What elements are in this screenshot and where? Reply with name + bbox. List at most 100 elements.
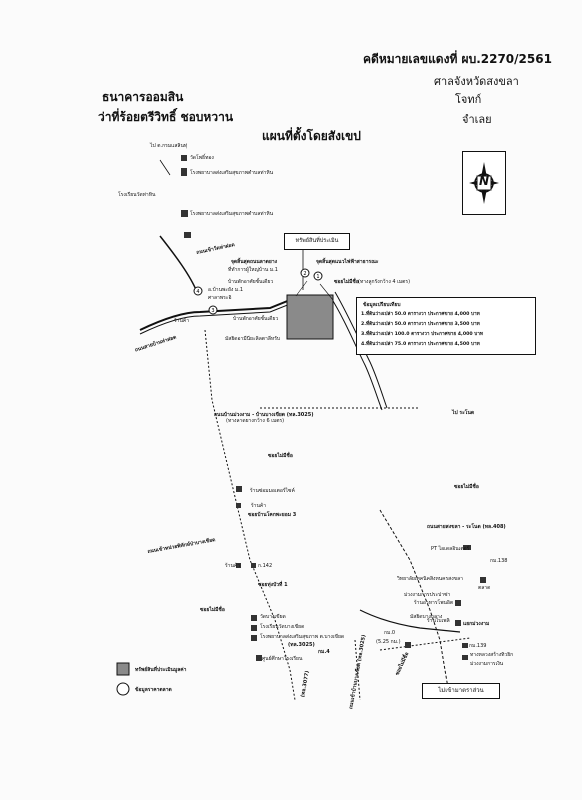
map-title: แผนที่ตั้งโดยสังเขป [262, 129, 361, 143]
road-main-edge [139, 299, 331, 335]
label-hospital-bang: โรงพยาบาลส่งเสริมสุขภาพ ต.บางเขียด [260, 634, 345, 640]
label-restaurant: ร้านอาหารโพนอิต [414, 600, 454, 606]
label-mosque-2: มัสยิดบางกลาง [410, 614, 443, 620]
road-tambon [159, 235, 198, 293]
label-hospital-1: โรงพยาบาลส่งเสริมสุขภาพตำบลท่าหิน [190, 170, 274, 176]
building-icon [455, 600, 461, 606]
label-school: วัดโพธิ์ทอง [190, 155, 214, 161]
not-to-scale-stamp: ไม่เข้ามาตราส่วน [422, 683, 500, 699]
building-icon [181, 155, 187, 161]
shop-icon [236, 503, 241, 508]
stream-2 [334, 291, 388, 409]
label-hospital-2: โรงพยาบาลส่งเสริมสุขภาพตำบลท่าหิน [190, 211, 274, 217]
legend-parcel-label: ทรัพย์สินที่ประเมินมูลค่า [135, 667, 187, 673]
label-road-3025: ถนนบ้านม่วงงาม - บ้านบางเขียด (ทล.3025) [214, 412, 314, 418]
case-number: คดีหมายเลขแดงที่ ผบ.2270/2561 [363, 52, 552, 66]
label-shop-motor: ร้านซ่อมมอเตอร์ไซค์ [250, 488, 295, 494]
comparison-table: ข้อมูลเปรียบเทียบ 1.ที่ดินว่างเปล่า 50.0… [356, 297, 536, 355]
label-muang-ngam: แยกม่วงงาม [463, 621, 490, 627]
label-sala: ศาลาพระอิ [208, 295, 232, 301]
subject-parcel [286, 294, 334, 340]
label-school-bang: โรงเรียนวัดบางเขียด [260, 624, 305, 630]
college-icon [480, 577, 486, 583]
building-icon [462, 643, 468, 648]
road-408 [379, 509, 451, 701]
shop-icon [251, 563, 256, 568]
comparable-1 [313, 271, 323, 281]
plaintiff-name: ธนาคารออมสิน [102, 90, 184, 104]
label-soi-dead: ซอยทุ่งบัวที่ 1 [258, 582, 288, 588]
plaintiff-role: โจทก์ [455, 93, 482, 106]
temple-icon [251, 615, 257, 621]
label-school-4: ศูนย์ศึกษาโรงเรียน [262, 656, 303, 662]
comparable-3 [208, 305, 218, 315]
label-shop-2: ร้านค้า [251, 503, 267, 509]
shop-icon [236, 563, 241, 568]
comparable-4-num: 4 [196, 289, 199, 295]
road-main [139, 295, 331, 331]
label-soi-3: ซอยบ้านโคกพะยอม 3 [248, 512, 297, 518]
label-road-408: ถนนสายสงขลา - ระโนด (ทล.408) [427, 524, 506, 530]
road-3025 [204, 329, 296, 701]
label-shop-4: ร้านไบเพลิ [427, 618, 450, 624]
label-soi-1: ซอยไม่มีชื่อ [268, 453, 293, 459]
school-icon [256, 655, 262, 661]
label-soi-2: ซอยไม่มีชื่อ [454, 484, 479, 490]
label-college: วิทยาลัยเทคนิคสิงหนครสงขลา [397, 576, 463, 582]
label-house-2: บ้านพักอาศัยชั้นเดียว [233, 316, 279, 322]
defendant-role: จำเลย [462, 113, 492, 126]
defendant-name: ว่าที่ร้อยตรีวิทธิ์ ชอบหวาน [98, 110, 234, 124]
label-km-142: ก.142 [258, 563, 273, 569]
comparison-title: ข้อมูลเปรียบเทียบ [363, 302, 401, 308]
label-bank: ม่วงงามการเงิน [470, 661, 504, 667]
court-name: ศาลจังหวัดสงขลา [434, 75, 519, 88]
label-shop-1: ร้านค้า [174, 318, 190, 324]
mosque-icon [455, 620, 461, 626]
label-clinic: ม่วงงามการประปาซ่า [404, 592, 451, 598]
label-mosque: มัสยิดอามีนียะลิลตาลีหรับ [225, 336, 281, 342]
stream-1 [329, 295, 383, 411]
gas-station-icon [463, 545, 471, 550]
label-km-138: กม.138 [490, 558, 508, 564]
label-market: ตลาด [478, 585, 491, 591]
comparable-2 [300, 268, 310, 278]
comparison-row-4: 4.ที่ดินว่างเปล่า 75.0 ตารางวา ประกาศขาย… [361, 342, 480, 347]
label-to-ranot: ไป ระโนด [452, 410, 475, 416]
label-soi-4: ซอยไม่มีชื่อ [200, 607, 225, 613]
label-road-3025-note: (ทางลาดยางกว้าง 6 เมตร) [226, 418, 285, 424]
north-arrow-frame: N [462, 151, 506, 215]
label-distance: (5.25 กม.) [376, 639, 401, 645]
legend-comparable-label: ข้อมูลราคาตลาด [135, 687, 172, 693]
motorcycle-icon [236, 486, 242, 492]
label-shop-3: ร้านค้า [225, 563, 241, 569]
label-school-2: โรงเรียนวัดท่าหิน [118, 192, 156, 198]
label-dirt-road-note: (ทางลูกรังกว้าง 4 เมตร) [358, 279, 411, 285]
road-distance [379, 637, 471, 651]
label-comp-point: จุดสิ้นสุดถนนลาดยาง [231, 259, 278, 265]
comparable-4 [193, 286, 203, 296]
building-icon [405, 642, 411, 648]
compass-n-label: N [479, 174, 490, 188]
label-house-1: บ้านพักอาศัยชั้นเดียว [228, 279, 274, 285]
building-icon [462, 655, 468, 660]
comparable-3-num: 3 [211, 308, 214, 314]
label-lane-end: จุดสิ้นสุดแนวไฟฟ้าสาธารณะ [316, 259, 379, 265]
comparable-2-num: 2 [303, 271, 306, 277]
comparison-row-3: 3.ที่ดินว่างเปล่า 100.0 ตารางวา ประกาศขา… [361, 332, 483, 337]
label-village-office: ที่ทำการผู้ใหญ่บ้าน ม.1 [228, 267, 278, 273]
label-dirt-road: ซอยไม่มีชื่อ [334, 279, 359, 285]
label-temple-bang: วัดบางเขียด [260, 614, 286, 620]
comparison-row-2: 2.ที่ดินว่างเปล่า 50.0 ตารางวา ประกาศขาย… [361, 322, 480, 327]
school-icon [251, 625, 257, 631]
road-to-km0 [359, 609, 461, 633]
label-to-tambon: ไป ต.กรมแสลินทุ่ [150, 143, 188, 149]
comparison-row-1: 1.ที่ดินว่างเปล่า 50.0 ตารางวา ประกาศขาย… [361, 312, 480, 317]
legend-parcel-swatch [116, 662, 130, 676]
leader-top [159, 159, 171, 176]
building-icon [181, 168, 187, 176]
building-icon [181, 210, 188, 217]
label-km-139: กม.139 [469, 643, 487, 649]
label-road-3025b: (ทล.3025) [288, 642, 315, 648]
label-km-0: กม.0 [384, 630, 396, 636]
